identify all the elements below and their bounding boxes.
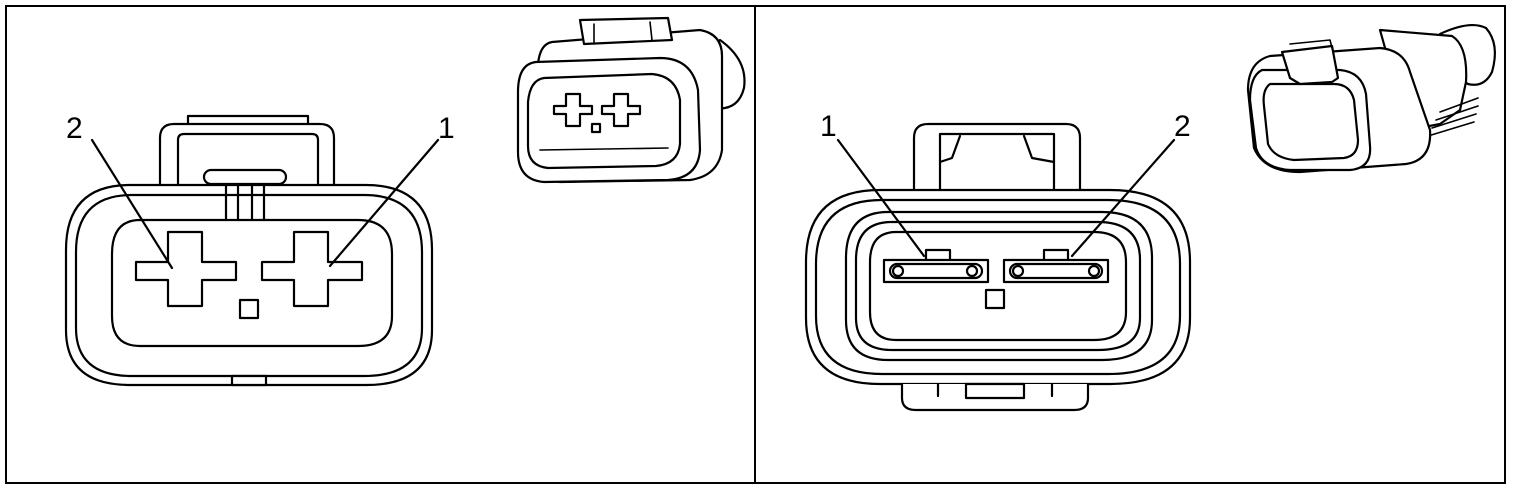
left-persp-ridge bbox=[539, 147, 669, 151]
right-center-key bbox=[984, 288, 1006, 310]
right-terminal-2-hole-a bbox=[1011, 264, 1025, 278]
left-persp-latch bbox=[578, 16, 674, 46]
left-terminal-1 bbox=[260, 230, 364, 308]
left-leader-1 bbox=[328, 138, 440, 268]
left-persp-face bbox=[516, 56, 702, 184]
right-terminal-2 bbox=[1002, 258, 1110, 284]
left-persp-terminal-b bbox=[600, 92, 642, 128]
left-latch-inner bbox=[176, 132, 320, 190]
right-connector-perspective bbox=[1246, 23, 1497, 174]
left-persp-latch-line-2 bbox=[649, 21, 653, 41]
left-latch-tab bbox=[158, 122, 336, 190]
left-latch-top bbox=[186, 114, 310, 126]
right-terminal-1-hole-b bbox=[965, 264, 979, 278]
right-leader-2 bbox=[1070, 138, 1176, 258]
right-latch-detail-l bbox=[938, 134, 962, 164]
left-connector-perspective bbox=[516, 16, 746, 184]
left-body-rim bbox=[74, 193, 424, 378]
right-cavity bbox=[868, 230, 1128, 342]
right-terminal-1-slot bbox=[888, 262, 984, 280]
right-foot-notch bbox=[964, 382, 1026, 400]
left-center-key bbox=[238, 298, 260, 320]
right-seal-inner bbox=[854, 220, 1142, 352]
right-terminal-1-hole-a bbox=[891, 264, 905, 278]
left-body-outer bbox=[64, 183, 434, 387]
left-lever bbox=[202, 168, 288, 186]
right-body-rim bbox=[814, 198, 1182, 376]
left-leader-2 bbox=[90, 138, 174, 270]
right-terminal-2-slot bbox=[1008, 262, 1104, 280]
right-persp-face bbox=[1248, 68, 1372, 172]
right-connector-face bbox=[804, 122, 1192, 412]
right-body-outer bbox=[804, 188, 1192, 386]
left-pin-label-2: 2 bbox=[66, 112, 83, 145]
right-persp-latch-top bbox=[1289, 39, 1333, 49]
right-terminal-1-tab bbox=[924, 248, 952, 262]
right-terminal-2-tab bbox=[1042, 248, 1070, 262]
left-pin-label-1: 1 bbox=[438, 112, 455, 145]
right-persp-latch bbox=[1280, 44, 1340, 86]
right-latch-detail-r bbox=[1022, 134, 1056, 164]
left-persp-terminal-a bbox=[552, 92, 594, 128]
right-pin-label-2: 2 bbox=[1174, 110, 1191, 143]
right-pin-label-1: 1 bbox=[820, 110, 837, 143]
left-terminal-2 bbox=[134, 230, 238, 308]
right-seal-outer bbox=[844, 210, 1154, 362]
right-terminal-1 bbox=[882, 258, 990, 284]
right-leader-1 bbox=[836, 138, 926, 258]
right-persp-cavity bbox=[1262, 82, 1360, 162]
left-cavity bbox=[110, 218, 394, 348]
right-persp-ribs bbox=[1427, 97, 1479, 137]
left-bottom-notch bbox=[230, 374, 268, 387]
right-terminal-2-hole-b bbox=[1087, 264, 1101, 278]
left-persp-key bbox=[590, 122, 602, 134]
left-persp-cavity bbox=[526, 72, 682, 170]
left-connector-face bbox=[64, 114, 434, 387]
